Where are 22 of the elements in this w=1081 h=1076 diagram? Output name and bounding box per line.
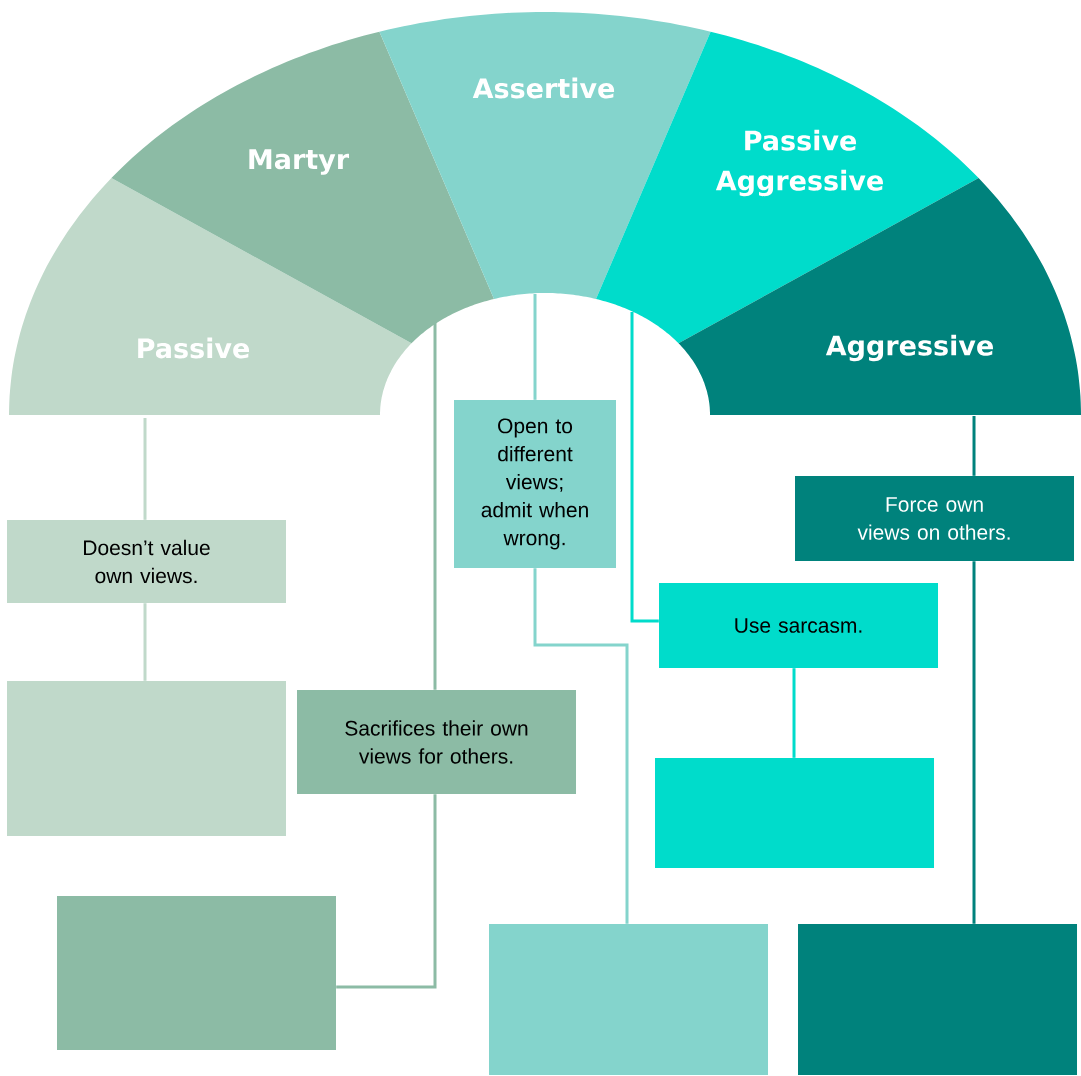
connector-line <box>533 568 629 924</box>
text-box: Doesn’t value own views. <box>7 520 286 603</box>
connector-line <box>143 603 147 681</box>
connector-line <box>533 294 537 400</box>
text-box: Open to different views; admit when wrong. <box>454 400 616 568</box>
connector-line <box>972 416 976 476</box>
empty-box <box>655 758 934 868</box>
empty-box <box>7 681 286 836</box>
text-box: Sacrifices their own views for others. <box>297 690 576 794</box>
connector-line <box>433 322 437 690</box>
empty-box <box>798 924 1077 1075</box>
connector-line <box>972 561 976 924</box>
connector-line <box>336 794 437 989</box>
empty-box <box>489 924 768 1075</box>
segment: Passive <box>9 178 412 415</box>
empty-box <box>57 896 336 1050</box>
text-box: Use sarcasm. <box>659 583 938 668</box>
text-box: Force own views on others. <box>795 476 1074 561</box>
segment: Assertive <box>379 12 711 299</box>
connector-line <box>143 418 147 520</box>
connector-line <box>630 312 659 623</box>
connector-line <box>792 668 796 758</box>
